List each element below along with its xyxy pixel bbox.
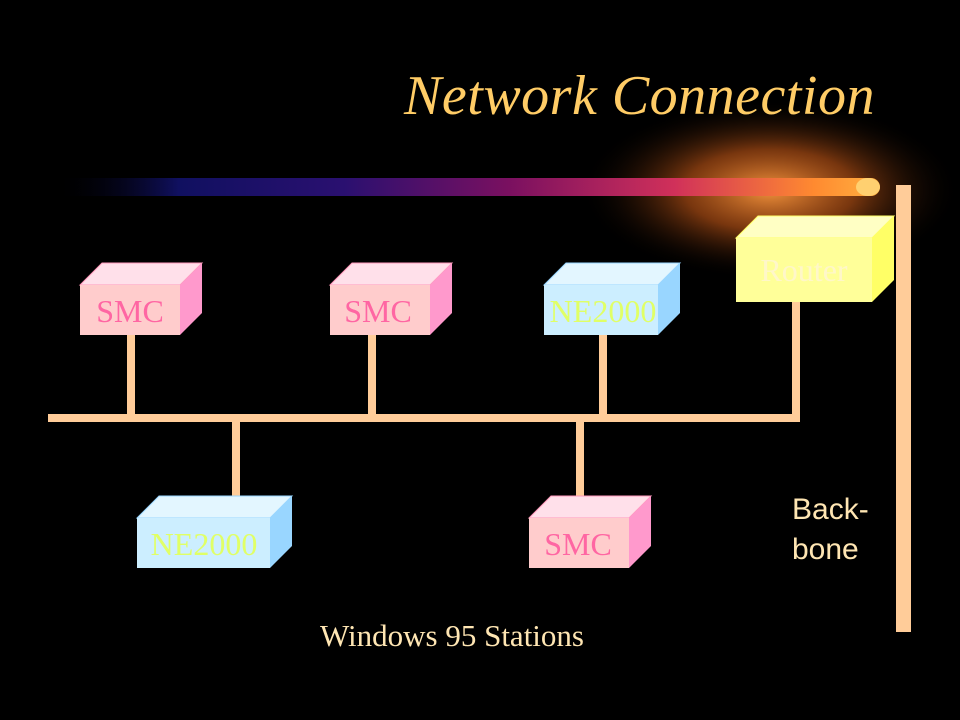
slide-title: Network Connection [404,65,875,127]
backbone-pipe-icon [896,185,911,632]
comet-head [856,178,880,196]
router-box-icon: Router [734,215,896,302]
drop-bottom-1 [232,422,240,496]
network-card-box-icon: NE2000 [135,495,294,568]
lan-bus-icon [48,414,798,422]
network-card-box-icon: SMC [78,262,204,335]
drop-top-1 [127,334,135,414]
node-label-top-1: SMC [96,293,164,329]
backbone-label-line-1: Back- [792,493,869,526]
node-label-top-2: SMC [344,293,412,329]
network-card-box-icon: SMC [328,262,454,335]
node-label-router: Router [760,252,847,288]
comet-streak-icon [55,178,880,196]
node-label-top-3: NE2000 [550,293,657,329]
node-label-bottom-1: NE2000 [151,526,258,562]
stations-caption: Windows 95 Stations [320,618,584,653]
backbone-label-line-2: bone [792,533,859,566]
drop-top-3 [599,334,607,414]
network-card-box-icon: SMC [527,495,653,568]
node-label-bottom-2: SMC [544,526,612,562]
network-card-box-icon: NE2000 [542,262,682,335]
backbone-label: Back- bone [792,490,869,570]
drop-bottom-2 [576,422,584,496]
drop-top-2 [368,334,376,414]
drop-router [792,302,800,422]
